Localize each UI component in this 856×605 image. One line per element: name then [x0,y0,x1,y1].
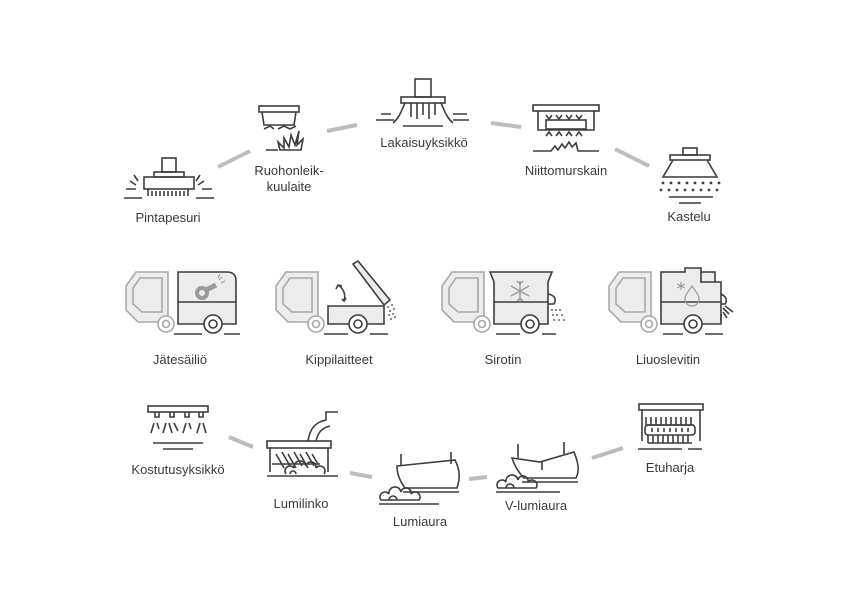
lawn-mower-icon [258,105,305,151]
watering-icon [659,147,721,204]
label-pintapesuri: Pintapesuri [135,210,201,225]
tipper-truck-icon [275,259,396,335]
connector-kostutusyksikko-lumilinko [228,435,254,449]
surface-washer-icon [124,157,214,199]
snowflake-symbol [510,280,530,302]
label-liuoslevitin: Liuoslevitin [635,352,701,367]
label-kastelu: Kastelu [667,209,711,224]
connector-v-lumiaura-etuharja [591,446,624,460]
snow-blower-icon [266,411,338,477]
spread-material [551,309,565,321]
brine-drop-symbol [676,282,700,307]
label-lumiaura: Lumiaura [392,514,448,529]
brine-spreader-truck-icon [608,267,734,335]
connector-pintapesuri-ruohonleikkuulaite [217,149,251,169]
hose-nozzle-symbol [195,273,226,300]
label-line-1: Ruohonleik- [254,163,324,178]
waste-container-truck-icon [125,271,240,335]
label-lakaisuyksikko: Lakaisuyksikkö [380,135,468,150]
tipped-material [387,304,396,320]
label-v-lumiaura: V-lumiaura [504,498,568,513]
flail-mower-icon [532,104,600,152]
label-jatesailio: Jätesäiliö [152,352,208,367]
connector-lumilinko-lumiaura [349,471,373,479]
label-etuharja: Etuharja [645,460,695,475]
label-kippilaitteet: Kippilaitteet [305,352,373,367]
label-kostutusyksikko: Kostutusyksikkö [131,462,225,477]
spreader-truck-icon [441,271,565,335]
front-brush-icon [638,403,704,450]
connector-niittomurskain-kastelu [614,147,650,168]
connector-lumiaura-v-lumiaura [468,475,488,481]
label-sirotin: Sirotin [484,352,522,367]
sweeper-brush-icon [376,78,469,127]
v-snow-plough-icon [496,442,579,493]
label-ruohonleikkuulaite: Ruohonleik- kuulaite [254,163,323,195]
connector-lakaisuyksikko-niittomurskain [490,121,522,129]
label-line-2: kuulaite [266,179,312,194]
snow-plough-icon [379,452,460,505]
humidifier-unit-icon [147,405,209,450]
connector-ruohonleikkuulaite-lakaisuyksikko [326,123,358,133]
label-lumilinko: Lumilinko [273,496,329,511]
water-drops [659,181,721,192]
label-niittomurskain: Niittomurskain [524,163,608,178]
